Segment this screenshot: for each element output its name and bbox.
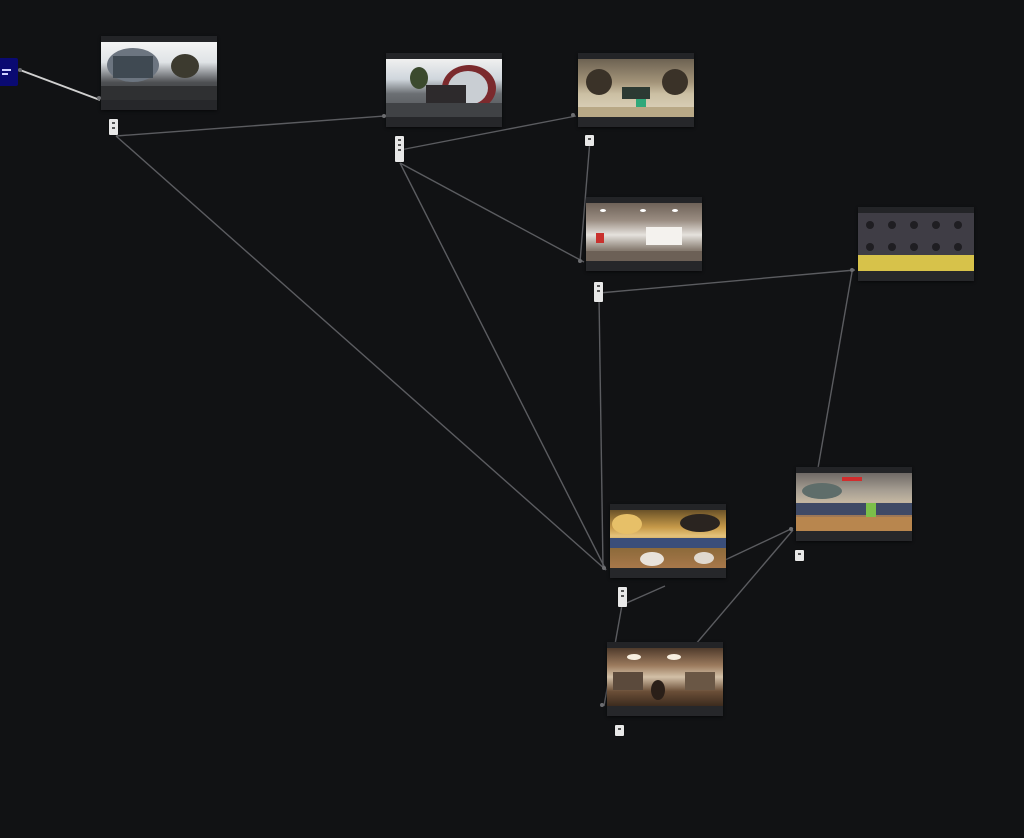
scene-node-5[interactable] xyxy=(858,207,974,281)
scene-node-6-output-port[interactable] xyxy=(618,587,627,607)
scene-node-4[interactable] xyxy=(586,197,702,271)
scene-thumbnail xyxy=(858,213,974,271)
scene-node-title xyxy=(610,504,726,510)
scene-node-4-input-handle[interactable] xyxy=(578,259,582,263)
edge-n4-n5 xyxy=(598,269,856,294)
scene-node-title xyxy=(386,53,502,59)
scene-node-title xyxy=(796,467,912,473)
scene-node-title xyxy=(101,36,217,42)
scene-node-title xyxy=(578,53,694,59)
start-icon xyxy=(2,69,11,71)
scene-node-1-output-port[interactable] xyxy=(109,119,118,135)
edge-n1-n2 xyxy=(115,115,386,137)
scene-thumbnail xyxy=(610,510,726,568)
scene-node-8-input-handle[interactable] xyxy=(600,703,604,707)
edge-n6out-n8 xyxy=(621,585,666,606)
scene-node-7-input-handle[interactable] xyxy=(789,527,793,531)
scene-node-3[interactable] xyxy=(578,53,694,127)
start-node-output-handle[interactable] xyxy=(18,68,22,72)
scene-node-title xyxy=(607,642,723,648)
scene-node-2[interactable] xyxy=(386,53,502,127)
scene-thumbnail xyxy=(386,59,502,117)
scene-thumbnail xyxy=(796,473,912,531)
edge-n4-n6 xyxy=(598,295,604,569)
edge-n2-n4 xyxy=(399,162,585,263)
scene-node-1-input-handle[interactable] xyxy=(97,96,101,100)
scene-thumbnail xyxy=(101,42,217,100)
scene-node-1[interactable] xyxy=(101,36,217,110)
scene-node-7[interactable] xyxy=(796,467,912,541)
scene-thumbnail xyxy=(586,203,702,261)
scene-node-4-output-port[interactable] xyxy=(594,282,603,302)
edge-n2-n6 xyxy=(399,162,607,571)
edge-n7-n5 xyxy=(817,271,853,469)
scene-node-8[interactable] xyxy=(607,642,723,716)
scene-node-8-output-port[interactable] xyxy=(615,725,624,736)
scene-node-title xyxy=(858,207,974,213)
scene-node-7-output-port[interactable] xyxy=(795,550,804,561)
scene-node-2-input-handle[interactable] xyxy=(382,114,386,118)
edge-start-n1 xyxy=(19,69,101,101)
start-node[interactable] xyxy=(0,58,18,86)
scene-node-5-input-handle[interactable] xyxy=(850,268,854,272)
scene-node-title xyxy=(586,197,702,203)
scene-node-6-input-handle[interactable] xyxy=(602,566,606,570)
scene-node-3-input-handle[interactable] xyxy=(571,113,575,117)
scene-node-6[interactable] xyxy=(610,504,726,578)
scene-node-3-output-port[interactable] xyxy=(585,135,594,146)
scene-node-2-output-port[interactable] xyxy=(395,136,404,162)
edge-n6-n7 xyxy=(724,527,794,561)
scene-thumbnail xyxy=(607,648,723,706)
scene-thumbnail xyxy=(578,59,694,117)
edge-n1-n6 xyxy=(115,135,607,571)
